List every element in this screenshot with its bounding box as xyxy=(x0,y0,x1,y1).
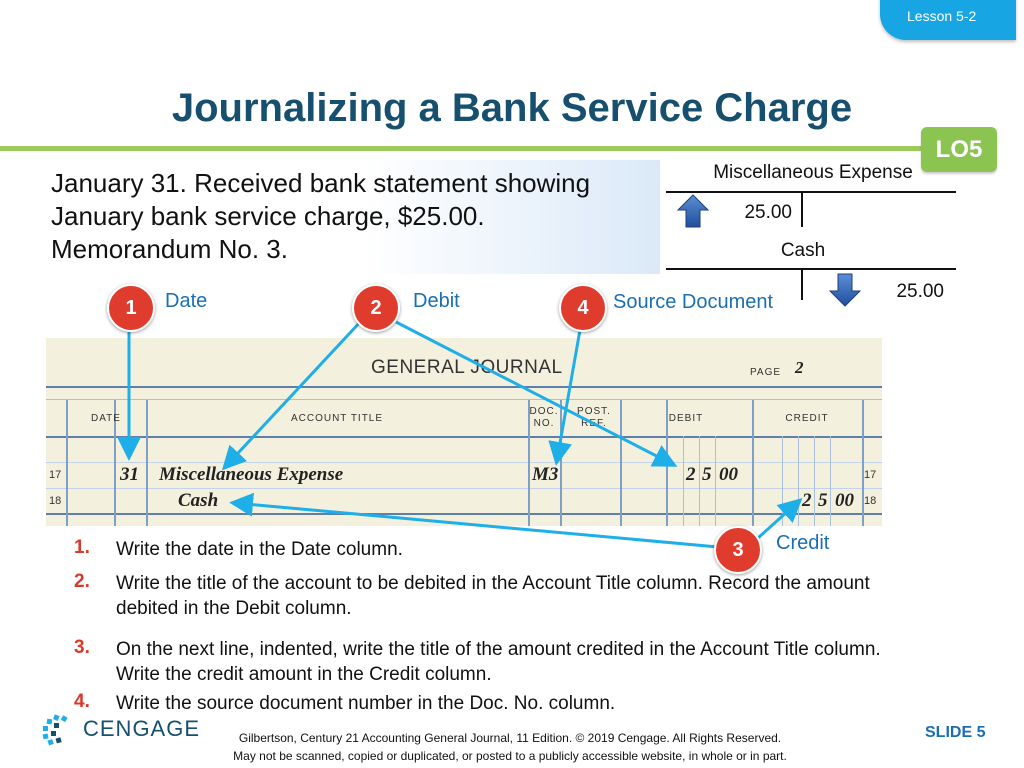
instruction-text: On the next line, indented, write the ti… xyxy=(116,639,881,685)
lo-badge: LO5 xyxy=(921,127,997,172)
journal-row-debit-digit: 5 xyxy=(702,464,712,485)
journal-row-doc: M3 xyxy=(532,464,559,485)
misc-expense-hline xyxy=(666,191,956,193)
journal-column-line xyxy=(66,400,68,526)
instruction-text: Write the date in the Date column. xyxy=(116,539,403,560)
arrow-cash xyxy=(229,492,719,549)
column-header-date: DATE xyxy=(91,413,121,424)
footer-line-2: May not be scanned, copied or duplicated… xyxy=(233,749,787,763)
journal-header-top-line xyxy=(46,386,882,388)
journal-header-inner-line xyxy=(46,399,882,400)
cash-hline xyxy=(666,268,956,270)
instruction-number: 2. xyxy=(74,571,90,592)
cash-title: Cash xyxy=(780,240,826,261)
journal-row-date: 31 xyxy=(120,464,139,485)
callout-badge-3: 3 xyxy=(714,526,762,574)
instruction-number: 3. xyxy=(74,637,90,658)
misc-expense-title: Miscellaneous Expense xyxy=(713,162,913,183)
arrow-account xyxy=(221,318,364,471)
lesson-tab-label: Lesson 5-2 xyxy=(907,8,977,24)
journal-row-line xyxy=(46,488,882,489)
journal-row-credit-cents: 00 xyxy=(835,490,854,511)
journal-row-account: Miscellaneous Expense xyxy=(159,464,344,485)
journal-row-debit-cents: 00 xyxy=(719,464,738,485)
column-header-credit: CREDIT xyxy=(785,413,829,424)
cash-credit: 25.00 xyxy=(896,281,944,302)
column-header-debit: DEBIT xyxy=(668,413,704,424)
journal-title: GENERAL JOURNAL xyxy=(371,357,563,378)
intro-text: January 31. Received bank statement show… xyxy=(51,168,591,264)
misc-expense-debit: 25.00 xyxy=(744,202,792,223)
intro-background xyxy=(0,160,660,274)
journal-row-line xyxy=(46,462,882,463)
journal-line-number-right: 18 xyxy=(864,495,877,507)
instruction-text: Write the source document number in the … xyxy=(116,693,616,714)
callout-badge-2: 2 xyxy=(352,284,400,332)
footer-line-1: Gilbertson, Century 21 Accounting Genera… xyxy=(238,731,782,745)
journal-row-credit-digit: 2 xyxy=(802,490,812,511)
footer-copyright: Gilbertson, Century 21 Accounting Genera… xyxy=(170,729,850,765)
journal-column-line xyxy=(620,400,622,526)
journal-digit-line xyxy=(782,436,783,526)
journal-line-number: 18 xyxy=(49,495,62,507)
arrow-doc xyxy=(548,329,582,466)
journal-column-line xyxy=(752,400,754,526)
misc-expense-vline xyxy=(801,191,803,227)
slide-number: SLIDE 5 xyxy=(925,724,986,741)
journal-row-account: Cash xyxy=(178,490,219,511)
arrow-credit xyxy=(756,497,803,540)
callout-badge-1: 1 xyxy=(107,284,155,332)
journal-digit-line xyxy=(830,436,831,526)
instruction-number: 4. xyxy=(74,691,90,712)
journal-row-debit-digit: 2 xyxy=(686,464,696,485)
journal-digit-line xyxy=(814,436,815,526)
callout-date-label: Date xyxy=(165,290,208,312)
arrow-down-icon xyxy=(828,273,862,307)
journal-line-number-right: 17 xyxy=(864,469,877,481)
callout-badge-4: 4 xyxy=(559,284,607,332)
journal-digit-line xyxy=(699,436,700,526)
journal-column-line xyxy=(528,400,530,526)
lesson-tab xyxy=(880,0,1016,40)
journal-page-number: 2 xyxy=(795,358,804,377)
instruction-number: 1. xyxy=(74,537,90,558)
journal-column-line xyxy=(146,400,148,526)
journal-digit-line xyxy=(798,436,799,526)
instruction-text: Write the title of the account to be deb… xyxy=(116,573,870,619)
journal-row-credit-digit: 5 xyxy=(818,490,828,511)
journal-column-line xyxy=(114,400,116,526)
journal-digit-line xyxy=(715,436,716,526)
journal-digit-line xyxy=(683,436,684,526)
journal-line-number: 17 xyxy=(49,469,62,481)
slide-title: Journalizing a Bank Service Charge xyxy=(171,86,853,130)
column-header-account-title: ACCOUNT TITLE xyxy=(290,413,384,424)
column-header-doc-no: DOC. NO. xyxy=(529,406,559,429)
arrow-up-icon xyxy=(676,194,710,228)
cengage-logo-icon xyxy=(42,714,68,746)
general-journal xyxy=(46,338,882,526)
arrow-debit xyxy=(395,320,678,467)
callout-credit-label: Credit xyxy=(776,532,830,554)
journal-page-label: PAGE xyxy=(750,367,782,378)
cengage-logo-text: CENGAGE xyxy=(83,716,201,741)
callout-source-document-label: Source Document xyxy=(613,291,774,313)
title-underline xyxy=(0,146,924,151)
callout-debit-label: Debit xyxy=(413,290,460,312)
journal-bottom-line xyxy=(46,513,882,515)
cash-vline xyxy=(801,268,803,300)
journal-column-line xyxy=(862,400,864,526)
journal-header-bottom-line xyxy=(46,436,882,438)
